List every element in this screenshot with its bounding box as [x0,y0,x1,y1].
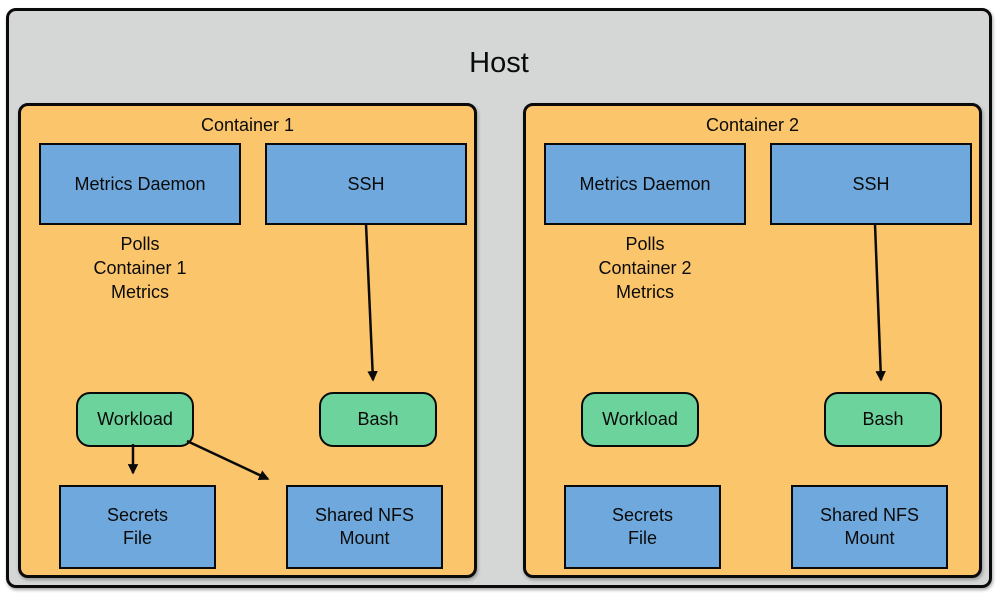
polls-line: Metrics [616,282,674,302]
container-2-bash-box: Bash [824,392,942,447]
secrets-file-label-line1: Secrets [106,505,169,525]
shared-nfs-label-line2: Mount [844,528,895,548]
polls-line: Polls [120,234,160,254]
container-2-workload-box: Workload [581,392,699,447]
metrics-daemon-label: Metrics Daemon [579,173,711,194]
secrets-file-label-line2: File [627,528,657,548]
container-1-polls-annotation: Polls Container 1 Metrics [40,232,240,304]
polls-line: Container 1 [93,258,187,278]
polls-line: Polls [625,234,665,254]
host-label: Host [469,47,529,79]
shared-nfs-label-line1: Shared NFS [819,505,920,525]
ssh-label: SSH [347,173,385,194]
container-2-label: Container 2 [705,115,800,135]
container-2-metrics-daemon-box: Metrics Daemon [544,143,746,225]
container-1-ssh-box: SSH [265,143,467,225]
container-1-metrics-daemon-box: Metrics Daemon [39,143,241,225]
container-1-bash-box: Bash [319,392,437,447]
polls-line: Container 2 [598,258,692,278]
bash-label: Bash [357,409,399,429]
workload-label: Workload [97,409,173,429]
container-1-shared-nfs-box: Shared NFS Mount [286,485,443,569]
metrics-daemon-label: Metrics Daemon [74,173,206,194]
container-1-secrets-file-box: Secrets File [59,485,216,569]
container-1-workload-box: Workload [76,392,194,447]
container-1-box: Container 1 Metrics Daemon SSH Polls Con… [18,103,477,578]
container-2-secrets-file-box: Secrets File [564,485,721,569]
workload-label: Workload [602,409,678,429]
container-2-shared-nfs-box: Shared NFS Mount [791,485,948,569]
bash-label: Bash [862,409,904,429]
secrets-file-label-line1: Secrets [611,505,674,525]
secrets-file-label-line2: File [122,528,152,548]
container-2-box: Container 2 Metrics Daemon SSH Polls Con… [523,103,982,578]
container-2-ssh-box: SSH [770,143,972,225]
container-2-polls-annotation: Polls Container 2 Metrics [545,232,745,304]
shared-nfs-label-line2: Mount [339,528,390,548]
container-1-label: Container 1 [200,115,295,135]
ssh-label: SSH [852,173,890,194]
polls-line: Metrics [111,282,169,302]
shared-nfs-label-line1: Shared NFS [314,505,415,525]
